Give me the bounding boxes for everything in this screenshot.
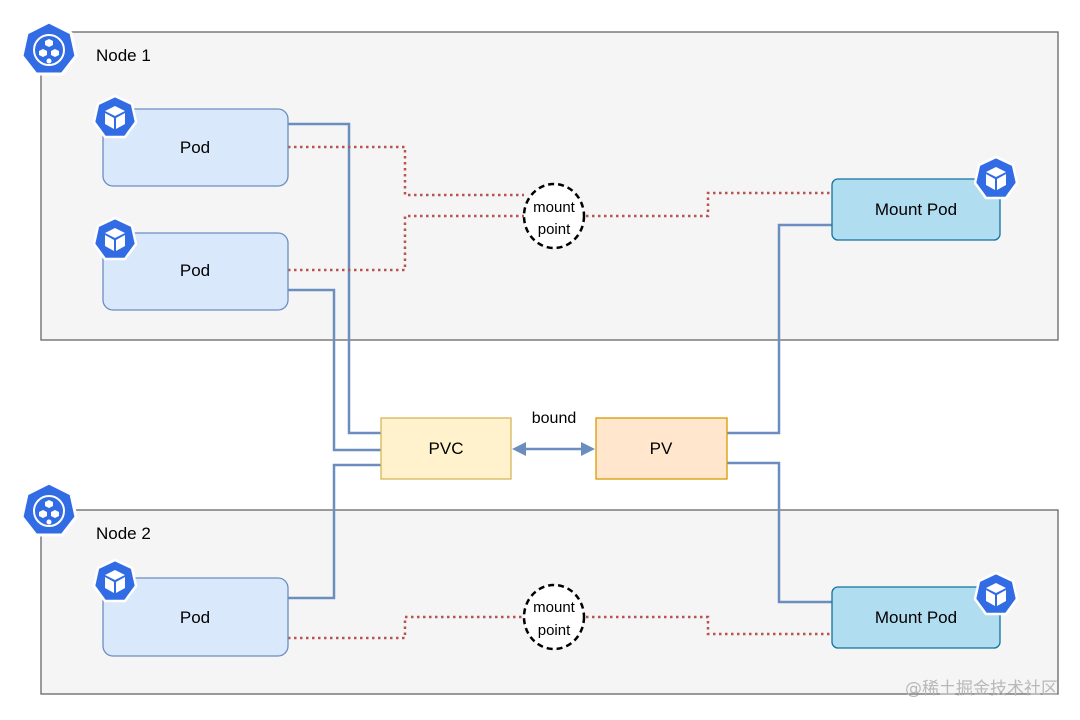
pvc-box (380, 417, 512, 480)
node-2-kubernetes-icon (20, 481, 78, 537)
pod-label-3: Pod (180, 608, 210, 627)
bound-arrow (512, 442, 595, 456)
dotted-connectors (288, 145, 832, 640)
connector-pod2-pvc (288, 288, 381, 452)
pod-2-cube-icon (92, 216, 138, 261)
mount-point-2-line2: point (538, 622, 571, 639)
pod-box-1 (102, 108, 289, 187)
mount-pod-box-2 (831, 586, 1001, 649)
mount-point-1 (522, 182, 586, 250)
node-1-kubernetes-icon (20, 20, 78, 76)
pod-3-cube-icon (92, 558, 138, 603)
mount-point-1-line2: point (538, 221, 571, 238)
connector-pv-mountpod1 (727, 223, 832, 435)
solid-connectors (288, 122, 832, 604)
mount-pod-label-1: Mount Pod (875, 200, 957, 219)
mount-pod-2-cube-icon (973, 571, 1019, 616)
watermark: @稀土掘金技术社区 (905, 679, 1058, 699)
mount-point-2-line1: mount (533, 599, 576, 616)
pod-label-2: Pod (180, 261, 210, 280)
pod-1-cube-icon (92, 94, 138, 139)
pv-label: PV (650, 439, 673, 458)
pv-box (595, 417, 728, 480)
connector-pod3-pvc (288, 463, 381, 600)
bound-label: bound (532, 410, 577, 427)
node-2-label: Node 2 (96, 524, 151, 543)
pod-label-1: Pod (180, 138, 210, 157)
node-1-label: Node 1 (96, 46, 151, 65)
mount-point-2 (522, 583, 586, 651)
mount-point-1-line1: mount (533, 199, 576, 216)
connector-pod1-pvc (288, 122, 381, 435)
mount-pod-box-1 (831, 178, 1001, 241)
pod-box-2 (102, 232, 289, 311)
mount-pod-label-2: Mount Pod (875, 608, 957, 627)
pvc-label: PVC (429, 439, 464, 458)
mount-pod-1-cube-icon (973, 155, 1019, 200)
connector-pv-mountpod2 (727, 461, 832, 604)
pod-box-3 (102, 577, 289, 657)
